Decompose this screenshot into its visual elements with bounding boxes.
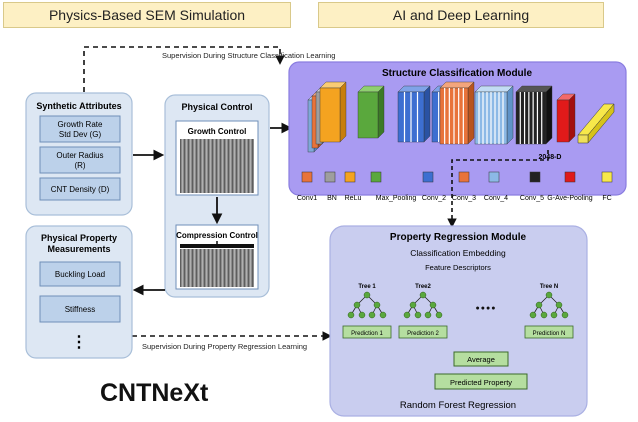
- attribute-cnt-density: CNT Density (D): [39, 177, 121, 201]
- trees-ellipsis: ●●●●: [476, 305, 497, 312]
- legend-label-conv1: Conv1: [297, 195, 317, 202]
- property-regression-panel: Property Regression Module Classificatio…: [329, 225, 588, 417]
- supervision-structure-label: Supervision During Structure Classificat…: [162, 51, 335, 60]
- measure-buckling-load: Buckling Load: [39, 261, 121, 287]
- prediction-box-2: Prediction 2: [398, 325, 448, 339]
- tree-label: Tree N: [540, 284, 558, 290]
- structure-classification-panel: Structure Classification Module 2048-D C…: [288, 61, 627, 202]
- legend-label-max-pooling: Max_Pooling: [376, 195, 417, 202]
- attribute-outer-radius-line1: Outer Radius: [56, 151, 103, 160]
- cntnext-brand-title: CNTNeXt: [100, 378, 209, 407]
- growth-sem-image: [180, 139, 254, 193]
- property-measure-title-line2: Measurements: [47, 244, 110, 254]
- measure-stiffness-label: Stiffness: [65, 305, 96, 314]
- conv2-layer: [397, 85, 431, 143]
- attribute-growth-rate-line2: Std Dev (G): [59, 130, 102, 139]
- legend-swatch-conv-2: [422, 171, 434, 183]
- legend-swatch-conv1: [301, 171, 313, 183]
- cnn-legend: Conv1 BN ReLu Max_Pooling Conv_2 Conv_3 Conv_4…: [297, 171, 613, 202]
- legend-swatch-conv-3: [458, 171, 470, 183]
- predicted-property-label: Predicted Property: [450, 378, 512, 387]
- attribute-growth-rate: Growth Rate Std Dev (G): [39, 115, 121, 143]
- conv4-layer: [474, 85, 514, 145]
- legend-swatch-conv-4: [488, 171, 500, 183]
- legend-label-fc: FC: [602, 195, 611, 202]
- legend-swatch-max-pooling: [370, 171, 382, 183]
- legend-label-conv-3: Conv_3: [452, 195, 476, 202]
- legend-label-conv-5: Conv_5: [520, 195, 544, 202]
- feature-dim-label: 2048-D: [539, 154, 562, 161]
- synthetic-attributes-panel: Synthetic Attributes Growth Rate Std Dev…: [25, 92, 133, 216]
- compression-sem-image: [180, 249, 254, 287]
- physical-control-panel: Physical Control Growth Control Compress…: [164, 94, 270, 298]
- max-pooling-layer: [357, 85, 385, 139]
- average-label: Average: [467, 355, 495, 364]
- tree-label: Tree 1: [358, 284, 376, 290]
- legend-label-g-ave-pooling: G-Ave-Pooling: [547, 195, 593, 202]
- supervision-structure-arrow: [83, 46, 285, 92]
- legend-label-relu: ReLu: [345, 195, 362, 202]
- conv3-layer-front: [439, 81, 475, 145]
- cnn-layer-stack: [307, 81, 615, 153]
- tree-2: Tree2: [403, 284, 443, 319]
- legend-label-conv-2: Conv_2: [422, 195, 446, 202]
- legend-label-bn: BN: [327, 195, 337, 202]
- legend-swatch-g-ave-pooling: [564, 171, 576, 183]
- attribute-outer-radius-line2: (R): [74, 161, 85, 170]
- legend-swatch-bn: [324, 171, 336, 183]
- tree-label: Tree2: [415, 284, 431, 290]
- conv1-layer-slice-d: [319, 81, 347, 143]
- measure-more-icon: ⋮: [71, 334, 87, 351]
- legend-swatch-conv-5: [529, 171, 541, 183]
- banner-ai-deep-learning: AI and Deep Learning: [318, 2, 604, 28]
- prediction-box-3: Prediction N: [524, 325, 574, 339]
- measure-stiffness: Stiffness: [39, 295, 121, 323]
- banner-physics-sem: Physics-Based SEM Simulation: [3, 2, 291, 28]
- structure-module-title: Structure Classification Module: [382, 68, 532, 79]
- feature-descriptors-label: Feature Descriptors: [425, 263, 491, 272]
- compression-control-label: Compression Control: [176, 231, 258, 240]
- prediction-box-1: Prediction 1: [342, 325, 392, 339]
- prediction-label: Prediction 2: [407, 331, 439, 337]
- random-forest-footer: Random Forest Regression: [400, 400, 516, 411]
- physical-control-title: Physical Control: [181, 102, 252, 112]
- attribute-cnt-density-line1: CNT Density (D): [51, 185, 110, 194]
- conv5-layer: [515, 85, 553, 145]
- supervision-regression-label: Supervision During Property Regression L…: [142, 342, 307, 351]
- attribute-growth-rate-line1: Growth Rate: [58, 120, 103, 129]
- legend-label-conv-4: Conv_4: [484, 195, 508, 202]
- physical-property-panel: Physical Property Measurements Buckling …: [25, 225, 133, 359]
- average-box: Average: [453, 351, 509, 367]
- global-average-pooling-layer: [556, 93, 576, 143]
- prediction-label: Prediction N: [533, 331, 566, 337]
- growth-control-label: Growth Control: [188, 127, 247, 136]
- embedding-transfer-arrow: [447, 150, 549, 228]
- tree-3: Tree N: [529, 284, 569, 319]
- prediction-label: Prediction 1: [351, 331, 383, 337]
- classification-embedding-label: Classification Embedding: [410, 248, 506, 258]
- regression-module-title: Property Regression Module: [390, 232, 527, 243]
- legend-swatch-relu: [344, 171, 356, 183]
- tree-1: Tree 1: [347, 284, 387, 319]
- fully-connected-layer: [577, 103, 615, 144]
- synthetic-attributes-title: Synthetic Attributes: [36, 101, 121, 111]
- legend-swatch-fc: [601, 171, 613, 183]
- predicted-property-box: Predicted Property: [434, 373, 528, 390]
- measure-buckling-load-label: Buckling Load: [55, 270, 105, 279]
- property-measure-title-line1: Physical Property: [41, 233, 117, 243]
- attribute-outer-radius: Outer Radius (R): [39, 146, 121, 174]
